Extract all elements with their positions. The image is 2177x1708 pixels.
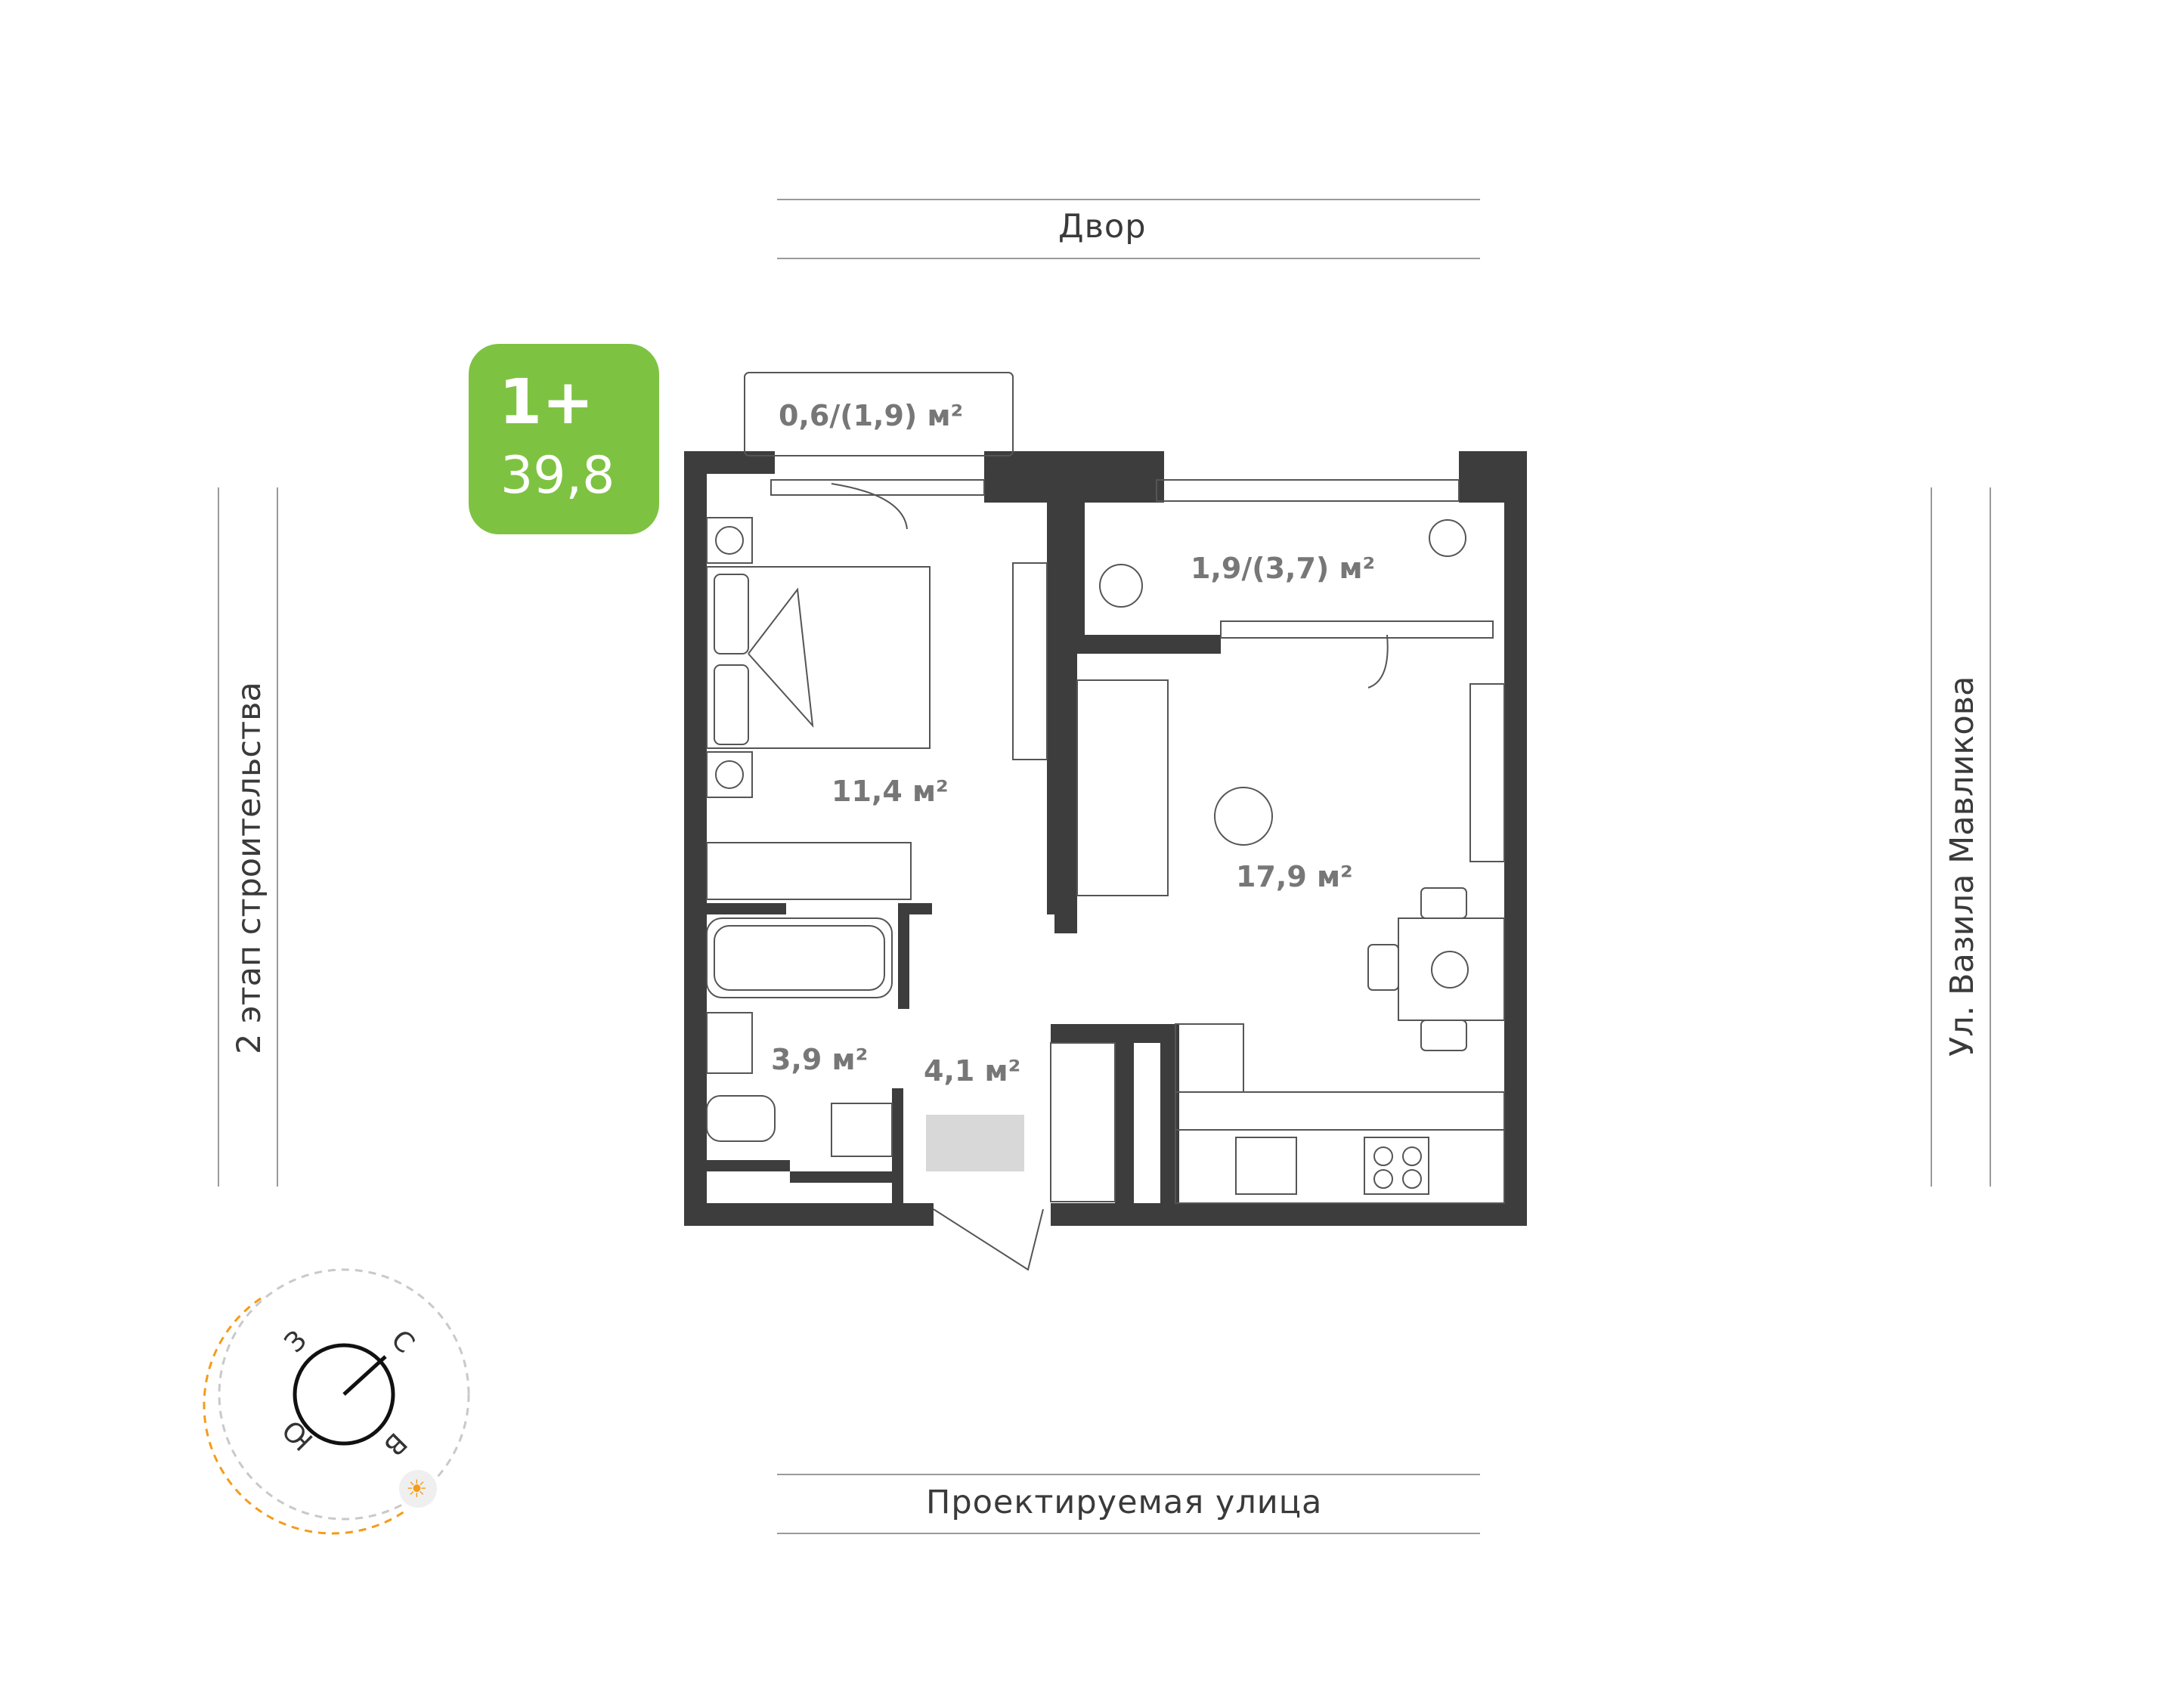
top-street-line-upper [777,199,1480,200]
apartment-type: 1+ [499,367,594,438]
compass [203,1268,470,1535]
room-area-hallway: 4,1 м² [924,1054,1021,1088]
room-area-bedroom: 11,4 м² [831,775,949,808]
plant-icons [1099,519,1469,989]
bottom-street-line-upper [777,1474,1480,1475]
apartment-total-area: 39,8 [500,446,615,506]
right-line-outer [1931,487,1932,1187]
room-area-living-kitchen: 17,9 м² [1236,860,1353,893]
walls [684,451,1527,1226]
label-top-courtyard: Двор [1058,208,1147,246]
label-bottom-street: Проектируемая улица [926,1484,1323,1521]
room-area-loggia: 1,9/(3,7) м² [1191,552,1376,585]
apartment-badge: 1+ 39,8 [469,344,659,534]
top-street-line-lower [777,258,1480,259]
sun-icon: ☀ [406,1474,428,1503]
left-line-outer [218,487,219,1187]
room-area-balcony: 0,6/(1,9) м² [779,399,964,432]
interior-lines [706,372,1505,1271]
room-area-bathroom: 3,9 м² [771,1043,869,1076]
right-line-inner [1990,487,1991,1187]
left-line-inner [277,487,278,1187]
bottom-street-line-lower [777,1533,1480,1534]
entry-mat [926,1115,1024,1171]
